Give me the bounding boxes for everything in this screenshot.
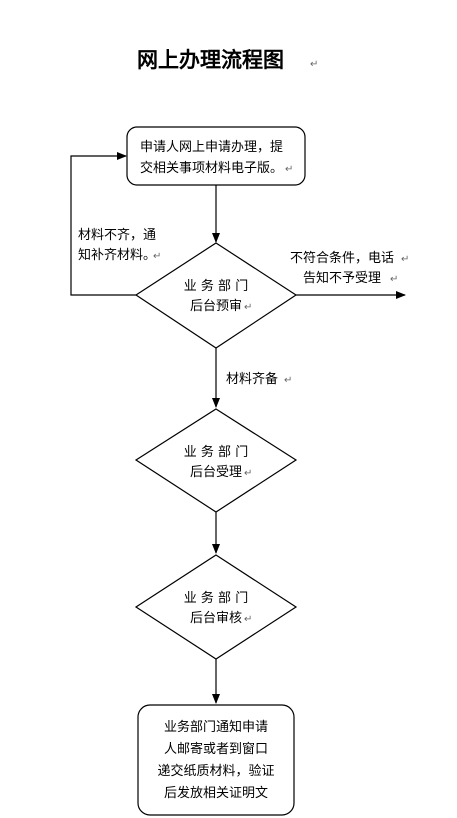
audit-decision — [134, 554, 298, 660]
start-box — [126, 126, 306, 186]
label-incomplete-line-1: 材料不齐，通 — [78, 227, 156, 243]
diagram-title: 网上办理流程图 — [137, 48, 284, 72]
final-line-1: 业务部门通知申请 — [164, 719, 268, 735]
paragraph-mark-icon: ↵ — [285, 164, 293, 175]
final-box — [137, 704, 295, 816]
paragraph-mark-icon: ↵ — [310, 59, 318, 70]
audit-line-2: 后台审核 — [190, 611, 242, 626]
prereview-line-2: 后台预审 — [190, 299, 242, 314]
start-box-line-2: 交相关事项材料电子版。 — [140, 160, 283, 176]
label-reject-line-2: 告知不予受理 — [303, 270, 381, 286]
label-complete: 材料齐备 — [226, 371, 278, 387]
accept-line-2: 后台受理 — [190, 465, 242, 480]
paragraph-mark-icon: ↵ — [153, 251, 161, 262]
paragraph-mark-icon: ↵ — [244, 468, 252, 479]
start-box-line-1: 申请人网上申请办理，提 — [140, 139, 283, 155]
label-reject-line-1: 不符合条件，电话 — [290, 250, 394, 266]
label-incomplete-line-2: 知补齐材料。 — [78, 247, 156, 263]
paragraph-mark-icon: ↵ — [401, 254, 409, 265]
connector-incomplete-loop — [70, 152, 136, 296]
accept-decision — [134, 408, 298, 513]
final-line-2: 人邮寄或者到窗口 — [164, 741, 268, 757]
final-line-4: 后发放相关证明文 — [164, 785, 268, 801]
accept-line-1: 业 务 部 门 — [184, 444, 248, 460]
audit-line-1: 业 务 部 门 — [184, 590, 248, 606]
prereview-line-1: 业 务 部 门 — [184, 278, 248, 294]
final-line-3: 递交纸质材料，验证 — [157, 763, 274, 779]
paragraph-mark-icon: ↵ — [390, 274, 398, 285]
paragraph-mark-icon: ↵ — [244, 614, 252, 625]
paragraph-mark-icon: ↵ — [244, 302, 252, 313]
paragraph-mark-icon: ↵ — [284, 375, 292, 386]
